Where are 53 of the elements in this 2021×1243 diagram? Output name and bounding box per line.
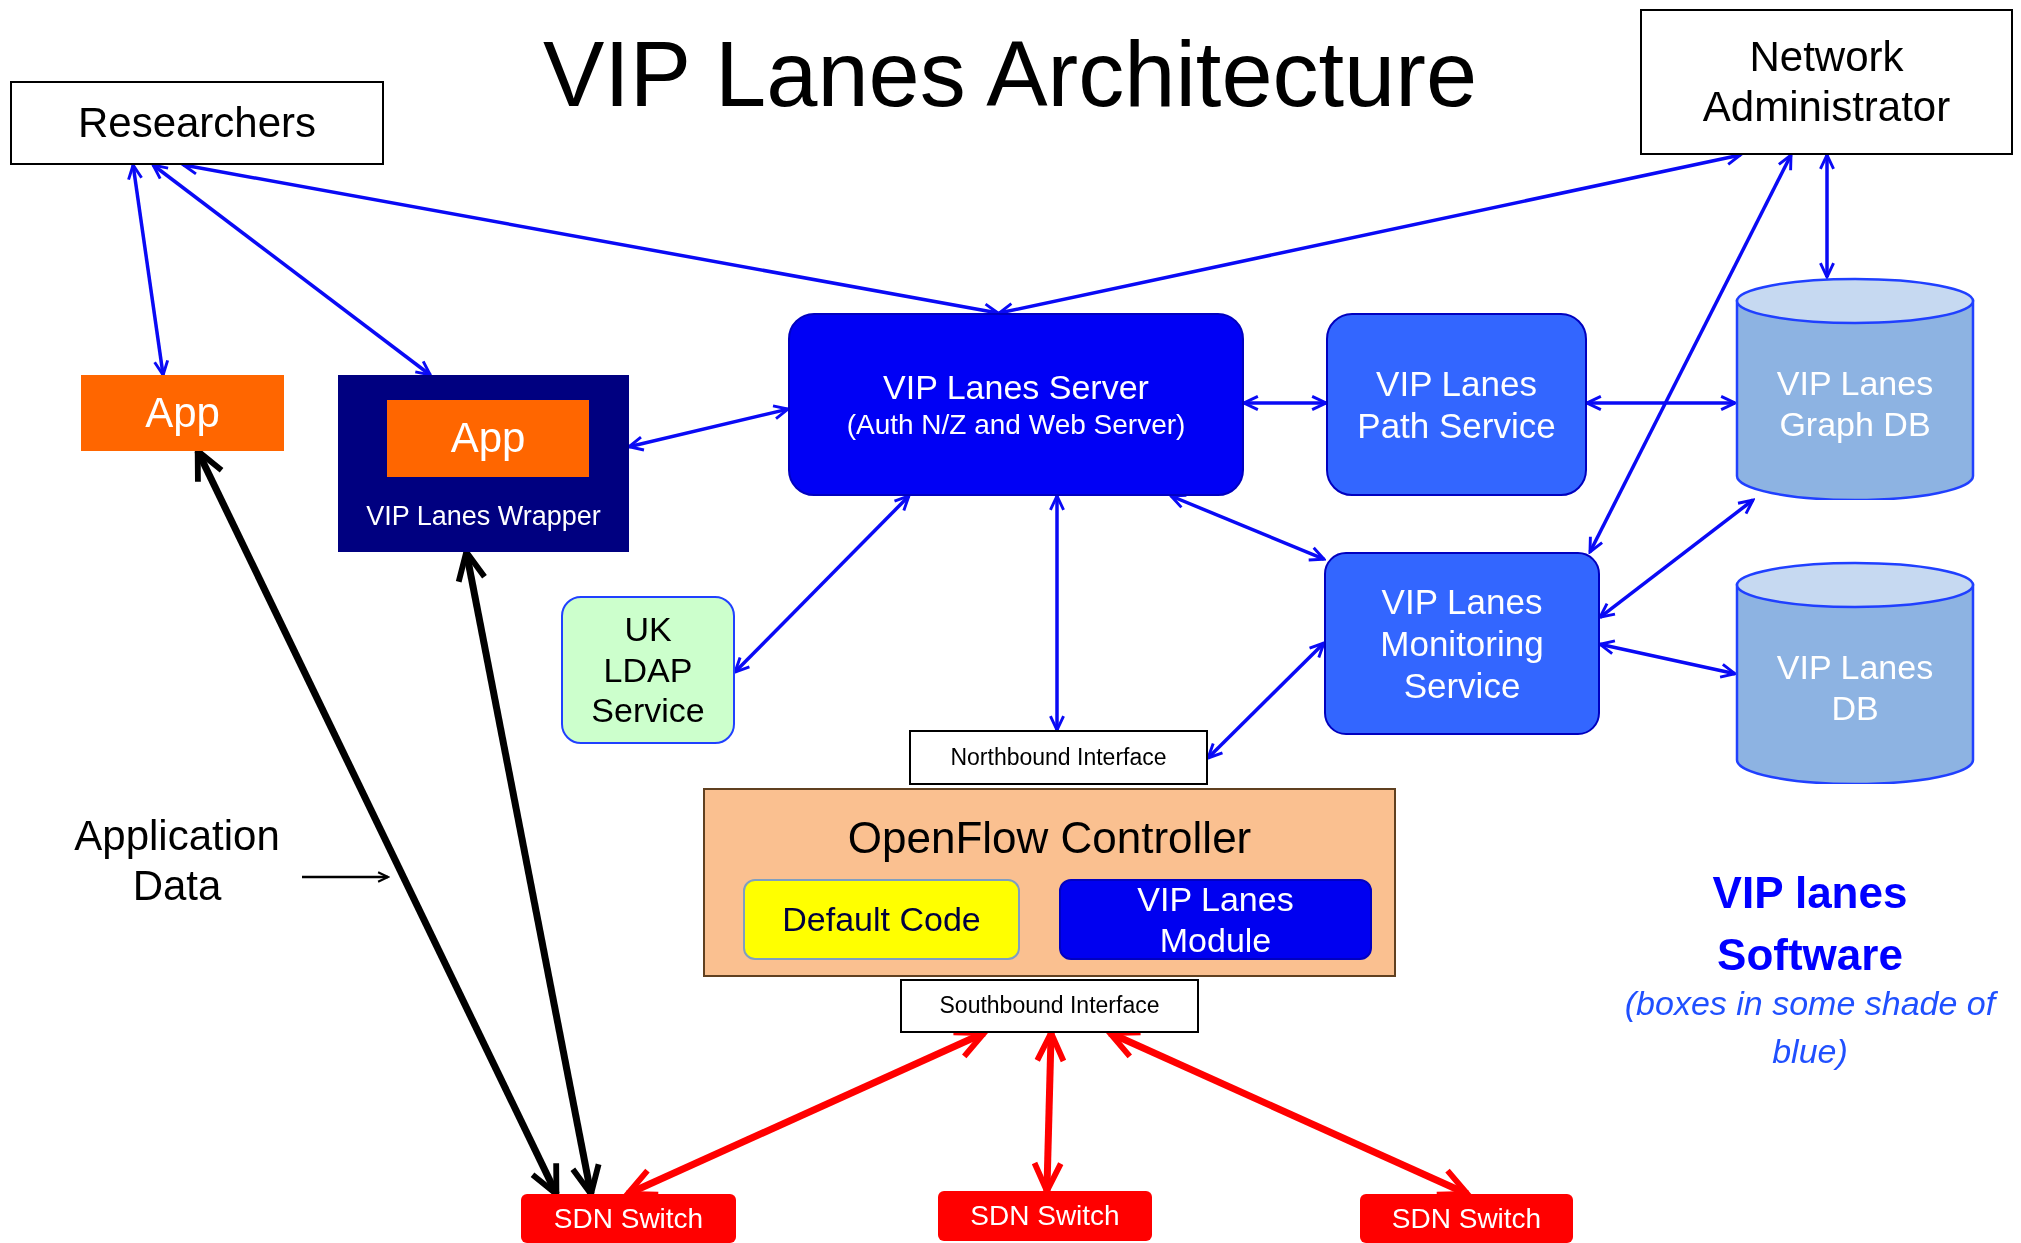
node-label: VIP Lanes Wrapper [366, 499, 601, 532]
double-arrow [1598, 639, 1737, 679]
double-arrow [151, 163, 432, 377]
node-label: UK LDAP Service [590, 608, 706, 732]
interface-box [909, 730, 1208, 785]
double-arrow [733, 494, 911, 674]
controller-box [703, 788, 1396, 977]
node-subtitle: (Auth N/Z and Web Server) [846, 408, 1186, 442]
node-label: Researchers [77, 97, 317, 148]
double-arrow [1598, 498, 1755, 619]
server-box [788, 313, 1244, 496]
app-box [387, 400, 589, 477]
node-label: SDN Switch [1391, 1201, 1542, 1236]
switch-box [938, 1191, 1152, 1241]
service-box [1324, 552, 1600, 735]
actor-box [1640, 9, 2013, 155]
node-label: SDN Switch [970, 1199, 1120, 1233]
node-label: Northbound Interface [950, 743, 1167, 772]
switch-box [521, 1194, 736, 1243]
double-arrow [1242, 395, 1328, 411]
node-label: App [450, 413, 526, 464]
node-label: Application Data [73, 810, 281, 911]
node-label: Default Code [782, 899, 981, 940]
node-label: VIP Lanes Server [883, 367, 1149, 409]
double-arrow [1169, 493, 1326, 562]
actor-box [10, 81, 384, 165]
node-label: VIP Lanes Module [1136, 878, 1295, 961]
note-heading: VIP lanes Software [1711, 867, 1909, 981]
node-label: VIP Lanes Path Service [1356, 362, 1557, 447]
node-label: VIP Lanes Graph DB [1775, 362, 1935, 445]
double-arrow [1585, 395, 1737, 411]
module-box [743, 879, 1020, 960]
node-label: SDN Switch [553, 1201, 704, 1236]
double-arrow [1819, 153, 1835, 279]
wrapper-box [338, 375, 629, 552]
node-label: Southbound Interface [939, 992, 1160, 1020]
module-box [1059, 879, 1372, 960]
arrow [302, 871, 390, 883]
service-box [1326, 313, 1587, 496]
diagram-title: VIP Lanes Architecture [541, 22, 1479, 127]
node-label: App [145, 387, 220, 438]
switch-box [1360, 1194, 1573, 1243]
node-label: VIP Lanes Monitoring Service [1379, 580, 1545, 707]
service-box [561, 596, 735, 744]
double-arrow [1588, 153, 1793, 554]
app-box [81, 375, 284, 451]
interface-box [900, 979, 1199, 1033]
double-arrow [1049, 494, 1065, 732]
node-label: Network Administrator [1701, 31, 1952, 132]
note-text: (boxes in some shade of blue) [1623, 983, 1999, 1072]
node-label: OpenFlow Controller [847, 812, 1252, 864]
node-label: VIP Lanes DB [1775, 646, 1935, 729]
double-arrow [127, 163, 170, 377]
